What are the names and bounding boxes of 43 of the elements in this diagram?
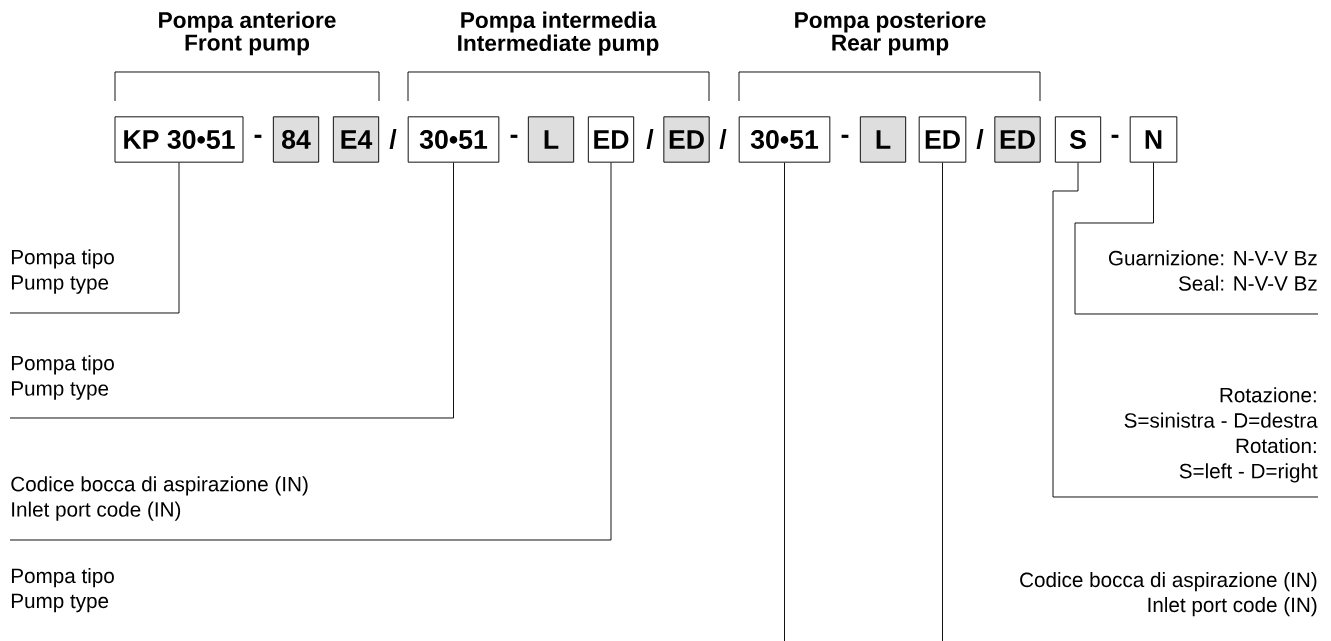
separator-sign: / [719,129,727,149]
code-box: E4 [332,116,380,163]
code-box: S [1054,116,1102,163]
separator-sign: - [510,134,518,138]
description-text: Rotazione: S=sinistra - D=destra Rotation: S=left - D=right [1124,387,1318,483]
code-box: ED [994,116,1041,163]
description-text: Codice bocca di aspirazione (IN) Inlet port code (IN) [11,476,308,521]
heading: Pompa posteriore [795,11,986,33]
description-text: Pompa tipo [11,568,114,588]
separator-sign: - [1111,134,1119,138]
heading: Rear pump [832,34,949,56]
separator-sign: - [841,134,849,138]
leader-line [784,162,785,641]
separator-sign: / [646,129,654,149]
code-box: ED [663,116,710,163]
description-text: Codice bocca di aspirazione (IN) [1020,572,1317,592]
code-box: N [1129,116,1178,163]
code-box: 30•51 [407,116,500,163]
code-box: 30•51 [738,116,831,163]
heading: Front pump [185,34,310,56]
description-text: Pompa tipo Pump type [11,355,114,400]
heading: Pompa anteriore [159,11,336,33]
separator-sign: / [389,129,397,149]
leader-line [1052,162,1319,498]
code-box: L [527,116,575,163]
description-text: Pump type [11,593,109,613]
separator-sign: / [976,129,984,149]
description-text: Guarnizione: N-V-V Bz Seal: N-V-V Bz [1108,250,1317,291]
leader-line [9,162,454,419]
leader-line [9,162,180,314]
code-box: KP 30•51 [114,116,244,163]
description-text: Inlet port code (IN) [1148,597,1317,617]
code-box: 84 [272,116,320,163]
code-box: ED [587,116,635,163]
description-text: Pompa tipo Pump type [11,249,114,294]
heading: Pompa intermedia [461,11,657,33]
leader-line [942,162,943,641]
leader-line [9,162,612,541]
leader-line [1074,162,1319,315]
code-box: ED [918,116,967,163]
separator-sign: - [254,134,262,138]
code-box: L [859,116,907,163]
heading: Intermediate pump [458,34,659,56]
